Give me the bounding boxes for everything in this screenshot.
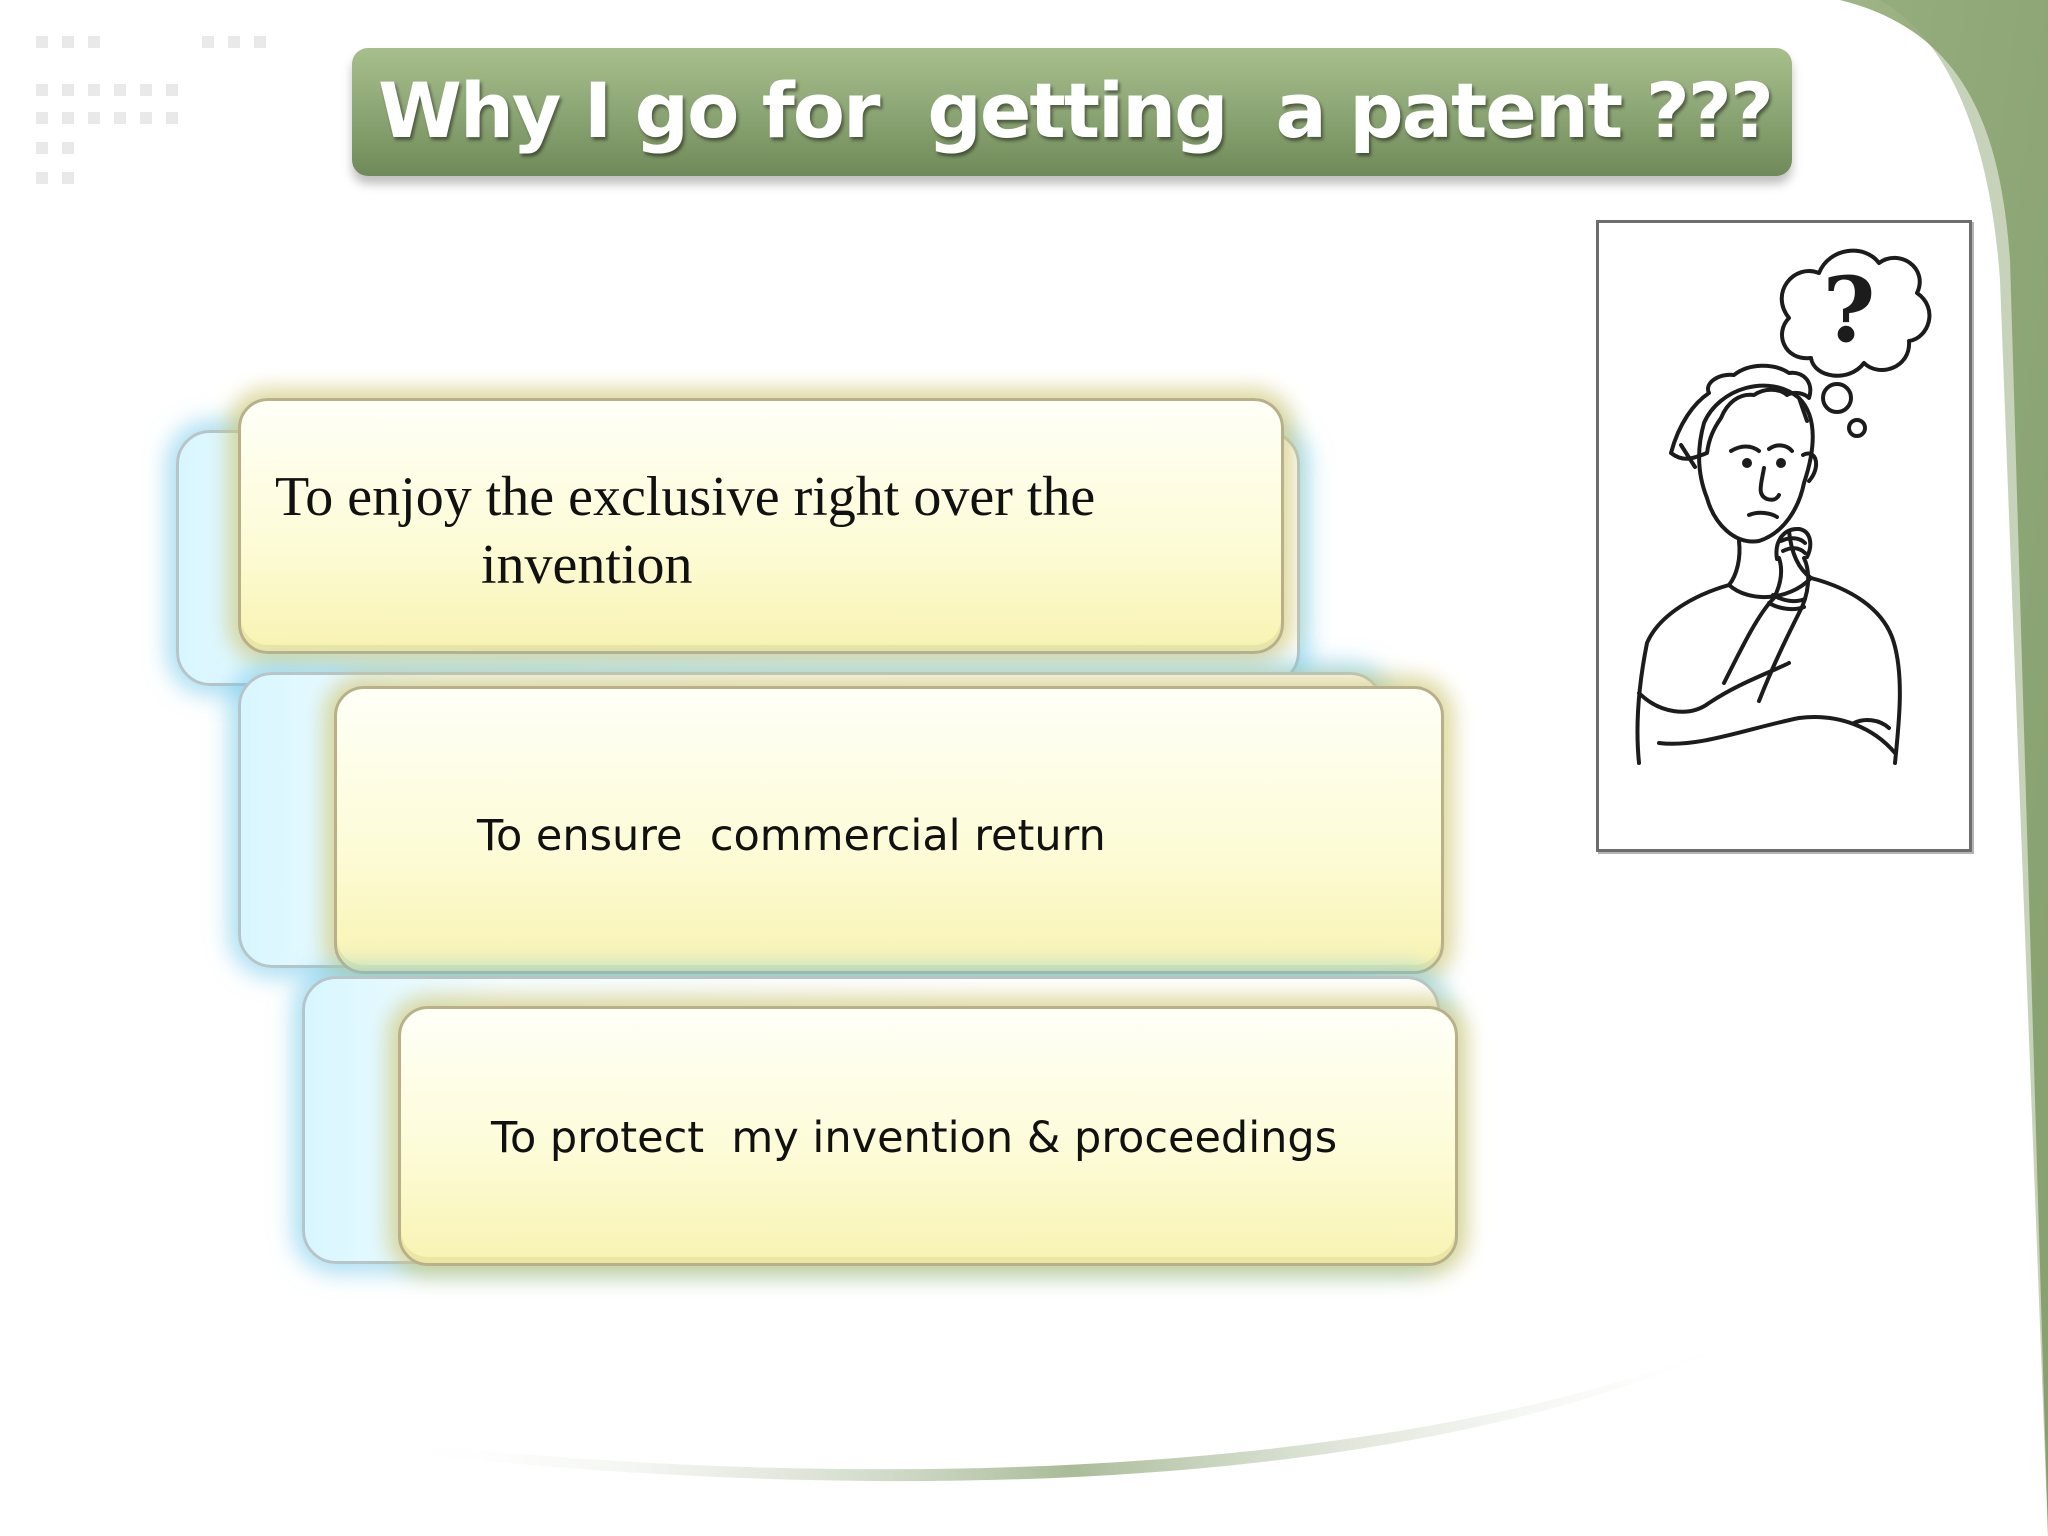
question-mark-icon: ? <box>1823 257 1876 363</box>
reason-3-card: To protect my invention & proceedings <box>398 1006 1458 1266</box>
reason-3-text: To protect my invention & proceedings <box>491 1113 1338 1163</box>
reason-1-line-2: invention <box>481 534 693 596</box>
title-banner: Why I go for getting a patent ??? <box>352 48 1792 176</box>
reason-2-card: To ensure commercial return <box>334 686 1444 974</box>
reason-1-line-1: To enjoy the exclusive right over the <box>275 466 1096 528</box>
reason-2-text: To ensure commercial return <box>477 811 1106 861</box>
decorative-dots <box>30 30 290 200</box>
reason-1-card: To enjoy the exclusive right over the in… <box>238 398 1284 654</box>
thinking-man-question-icon: ? <box>1635 248 1932 765</box>
slide-title: Why I go for getting a patent ??? <box>378 66 1774 155</box>
thinking-man-image: ? <box>1596 220 1972 852</box>
